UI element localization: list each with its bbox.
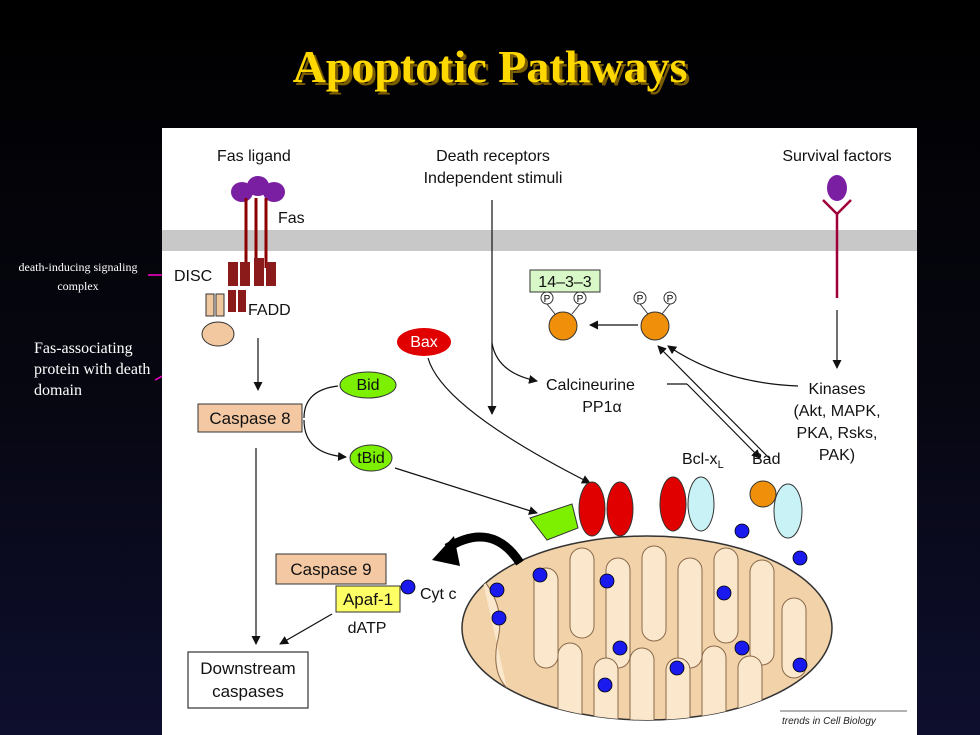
bclxl-label: Bcl-xL xyxy=(682,451,724,471)
diagram-panel: Fas ligand Death receptors Independent s… xyxy=(162,128,917,735)
caspase-8-label: Caspase 8 xyxy=(209,409,290,428)
downstream-label: Downstream xyxy=(200,659,295,678)
cytc-label: Cyt c xyxy=(420,586,456,603)
bax-channel xyxy=(578,481,606,537)
apoptosis-diagram: Fas ligand Death receptors Independent s… xyxy=(162,148,917,727)
fadd-label: FADD xyxy=(248,302,291,319)
bid-label: Bid xyxy=(356,377,379,394)
phospho-label: P xyxy=(667,294,674,305)
death-receptors-label: Death receptors xyxy=(436,148,550,165)
cell-membrane xyxy=(162,230,917,251)
bclxl-subscript: L xyxy=(718,459,724,471)
disc-complex xyxy=(228,258,276,312)
kinases-label: (Akt, MAPK, xyxy=(793,403,880,420)
survival-factors-label: Survival factors xyxy=(782,148,891,165)
downstream-label: caspases xyxy=(212,682,284,701)
fas-label: Fas xyxy=(278,210,305,227)
bad-14-3-3-complex: P P xyxy=(540,291,587,341)
fadd-protein xyxy=(201,293,235,347)
apaf-1-label: Apaf-1 xyxy=(343,590,393,609)
mitochondrion xyxy=(461,535,833,721)
datp-label: dATP xyxy=(348,620,387,637)
bad-protein xyxy=(749,480,777,508)
tbid-protein: tBid xyxy=(349,444,393,472)
phospho-label: P xyxy=(544,294,551,305)
caspase-9-label: Caspase 9 xyxy=(290,560,371,579)
bclxl-text: Bcl-x xyxy=(682,451,718,468)
tbid-label: tBid xyxy=(357,450,385,467)
14-3-3-label: 14–3–3 xyxy=(538,274,591,291)
phospho-label: P xyxy=(577,294,584,305)
caspase-9-box: Caspase 9 xyxy=(275,553,387,585)
disc-definition: death-inducing signaling complex xyxy=(18,260,138,293)
bclxl-channel xyxy=(659,476,687,532)
fas-ligand-label: Fas ligand xyxy=(217,148,291,165)
independent-stimuli-label: Independent stimuli xyxy=(424,170,563,187)
survival-factor-icon xyxy=(822,175,852,298)
14-3-3-box: 14–3–3 xyxy=(529,269,601,293)
caspase-8-box: Caspase 8 xyxy=(197,403,303,433)
bax-channel xyxy=(606,481,634,537)
bclxl-channel xyxy=(687,476,715,532)
kinases-label: PKA, Rsks, xyxy=(797,425,878,442)
downstream-caspases-box: Downstream caspases xyxy=(187,651,309,709)
bad-partner xyxy=(773,483,803,539)
phospho-bad: P P xyxy=(633,291,677,341)
disc-label: DISC xyxy=(174,268,212,285)
kinases-label: PAK) xyxy=(819,447,855,464)
bid-protein: Bid xyxy=(339,371,397,399)
kinases-label: Kinases xyxy=(809,381,866,398)
fas-receptor xyxy=(244,198,268,268)
cytc-release-arrow xyxy=(444,532,524,566)
cytochrome-c-molecules xyxy=(400,523,808,693)
bax-label: Bax xyxy=(410,334,438,351)
calcineurine-label: Calcineurine xyxy=(546,377,635,394)
bad-label: Bad xyxy=(752,451,780,468)
tbid-insertion xyxy=(529,503,579,541)
apaf-1-box: Apaf-1 xyxy=(335,585,401,613)
credit-label: trends in Cell Biology xyxy=(782,716,877,727)
phospho-label: P xyxy=(637,294,644,305)
pp1a-label: PP1α xyxy=(582,399,622,416)
bax-protein: Bax xyxy=(397,328,451,356)
fas-ligand-icon xyxy=(231,176,285,202)
slide-title: Apoptotic Pathways xyxy=(292,41,688,92)
fadd-definition: Fas-associating protein with death domai… xyxy=(34,340,151,399)
